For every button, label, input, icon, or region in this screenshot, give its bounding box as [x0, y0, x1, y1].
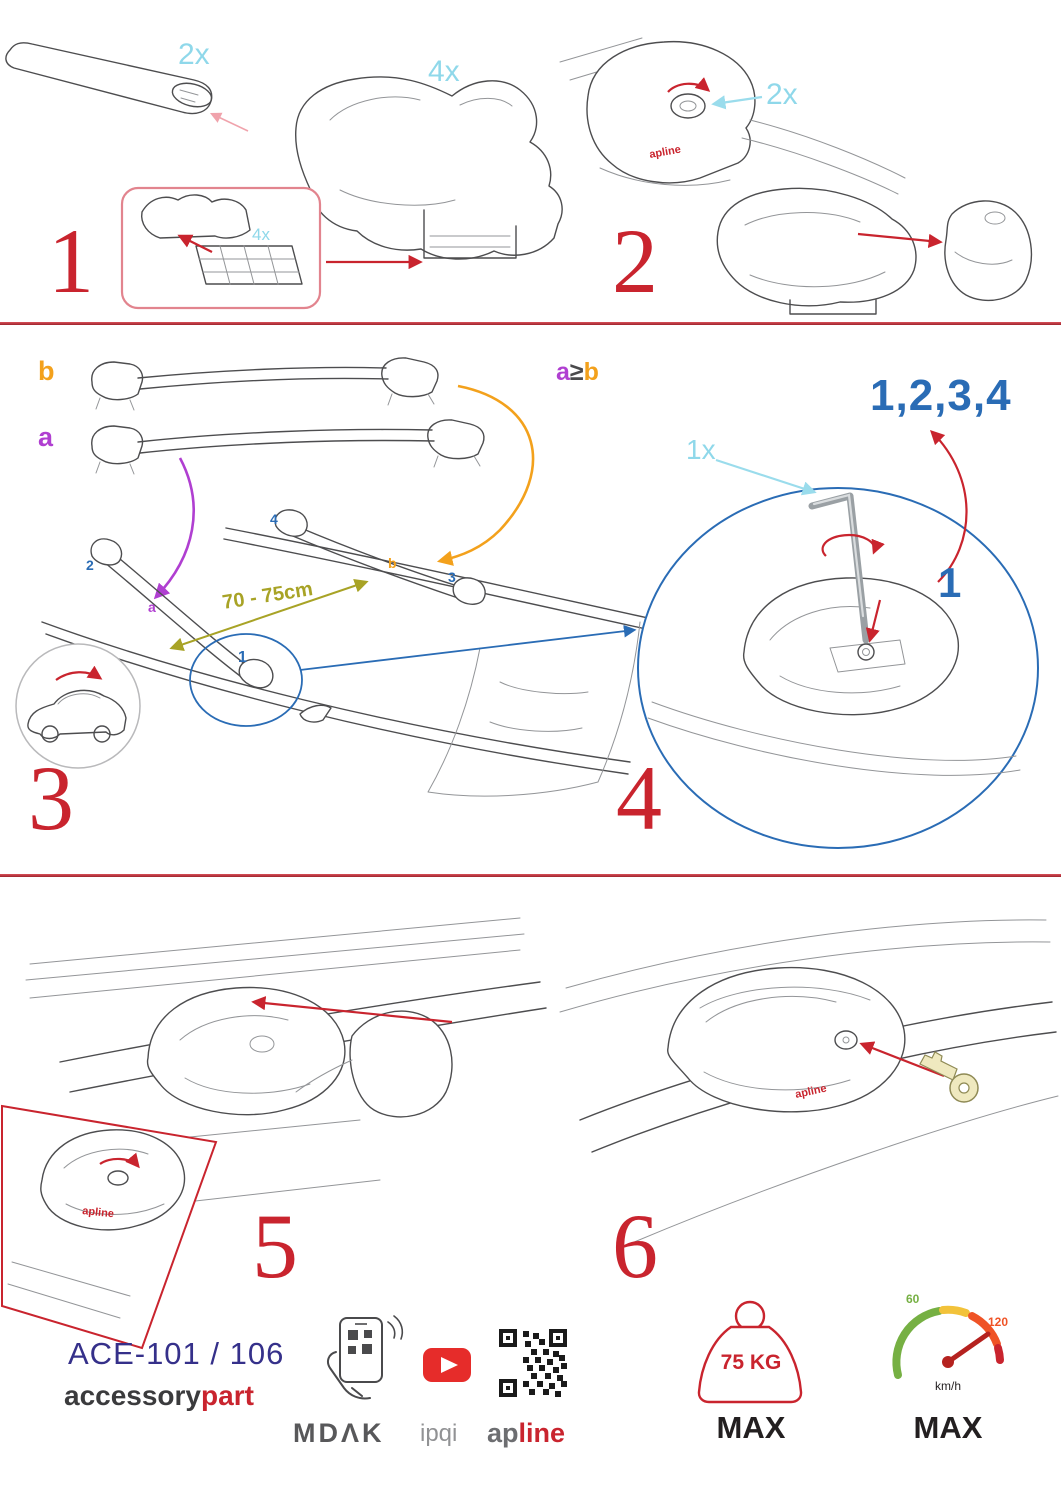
step4-key-quantity: 1x — [686, 434, 716, 465]
length-condition: a≥b — [556, 360, 599, 385]
bar-b-label: b — [38, 356, 55, 386]
speedometer-icon — [892, 1305, 1004, 1379]
weight-icon — [697, 1300, 803, 1404]
ipqi-logo: ipqi — [420, 1420, 458, 1447]
foot-icon-step2-top: apline — [586, 40, 756, 186]
sequence-arrow — [929, 429, 968, 583]
pad-inset — [120, 186, 322, 310]
apline-ap: ap — [487, 1418, 519, 1448]
foot-icon-step5 — [146, 986, 346, 1116]
roof-position-3: 3 — [448, 569, 456, 585]
condition-gte: ≥ — [569, 358, 584, 386]
condition-a: a — [556, 358, 570, 386]
step4-position-1: 1 — [938, 559, 962, 606]
section-divider-2 — [0, 874, 1061, 877]
step1-pad-quantity: 4x — [252, 225, 270, 244]
apline-badge: apline — [82, 1205, 115, 1220]
roof-position-1: 1 — [238, 649, 247, 666]
roof-bar-b-label: b — [388, 555, 397, 571]
step4-number: 4 — [616, 747, 662, 849]
section-divider-1 — [0, 322, 1061, 325]
apline-badge: apline — [648, 144, 681, 161]
speed-120-label: 120 — [988, 1315, 1009, 1329]
step5-illustration: apline — [1, 917, 547, 1350]
step1-number: 1 — [48, 210, 94, 312]
step3-illustration — [15, 357, 649, 797]
tighten-arrow — [865, 599, 882, 643]
brand-part: part — [201, 1380, 254, 1411]
rotate-key-arrow — [821, 533, 885, 557]
car-inset — [15, 643, 141, 769]
foot-icon-step1 — [294, 76, 563, 260]
mdak-logo: MDΛK — [293, 1418, 385, 1448]
insert-key-arrow — [859, 1041, 945, 1078]
qr-scan-icon — [327, 1315, 404, 1400]
brand-wordmark: accessorypart — [64, 1382, 254, 1410]
bar-a-label: a — [38, 422, 54, 452]
speed-unit-label: km/h — [934, 1379, 961, 1393]
brand-accessory: accessory — [64, 1380, 202, 1411]
step2-number: 2 — [612, 210, 658, 312]
step5-detail-inset: apline — [1, 1104, 218, 1350]
condition-b: b — [583, 358, 599, 386]
apline-line: line — [518, 1418, 566, 1448]
distance-arrow — [169, 578, 369, 652]
key-qty-arrow — [715, 458, 817, 496]
roof-position-2: 2 — [86, 557, 94, 573]
step6-number: 6 — [612, 1195, 658, 1297]
apline-logo: apline — [487, 1420, 565, 1447]
speed-60-label: 60 — [906, 1292, 920, 1306]
foot-icon-step6: apline — [667, 966, 906, 1113]
zoom-link-arrow — [299, 624, 637, 671]
max-speed-label: MAX — [913, 1410, 983, 1445]
crossbar-a-icon — [91, 419, 485, 475]
max-weight-value: 75 KG — [720, 1351, 782, 1374]
model-number: ACE-101 / 106 — [68, 1336, 285, 1371]
crossbar-b-icon — [91, 357, 439, 411]
tighten-sequence: 1,2,3,4 — [870, 371, 1012, 420]
step2-illustration: apline — [559, 37, 1033, 315]
crossbar-icon — [5, 42, 213, 115]
youtube-icon — [423, 1348, 471, 1382]
bar-lines — [741, 119, 906, 195]
allen-key-icon — [808, 492, 870, 644]
step5-number: 5 — [252, 1195, 298, 1297]
step3-number: 3 — [28, 747, 74, 849]
roof-position-4: 4 — [270, 511, 278, 527]
detail-circle — [189, 633, 303, 727]
bar-a-placement-arrow — [153, 457, 195, 600]
cover-icon-step2 — [944, 200, 1033, 302]
max-weight-label: MAX — [716, 1410, 786, 1445]
bar-b-placement-arrow — [436, 384, 535, 566]
cover-icon-step5 — [295, 1010, 453, 1118]
lock-qty-arrow — [711, 95, 763, 110]
step1-bar-quantity: 2x — [178, 38, 210, 71]
roof-bar-a-label: a — [148, 599, 156, 615]
slide-cover-arrow — [251, 996, 453, 1024]
step2-lock-quantity: 2x — [766, 78, 798, 111]
bar-pointer-arrow — [209, 112, 249, 132]
qr-code — [499, 1329, 567, 1397]
step1-illustration — [5, 42, 563, 310]
roof-illustration — [41, 509, 649, 797]
key-icon — [919, 1051, 979, 1103]
attach-cover-arrow — [857, 232, 943, 249]
step6-illustration: apline — [559, 919, 1059, 1249]
foot-icon-step2-bottom — [716, 187, 917, 315]
step4-zoom — [637, 429, 1039, 849]
step1-foot-quantity: 4x — [428, 55, 460, 88]
